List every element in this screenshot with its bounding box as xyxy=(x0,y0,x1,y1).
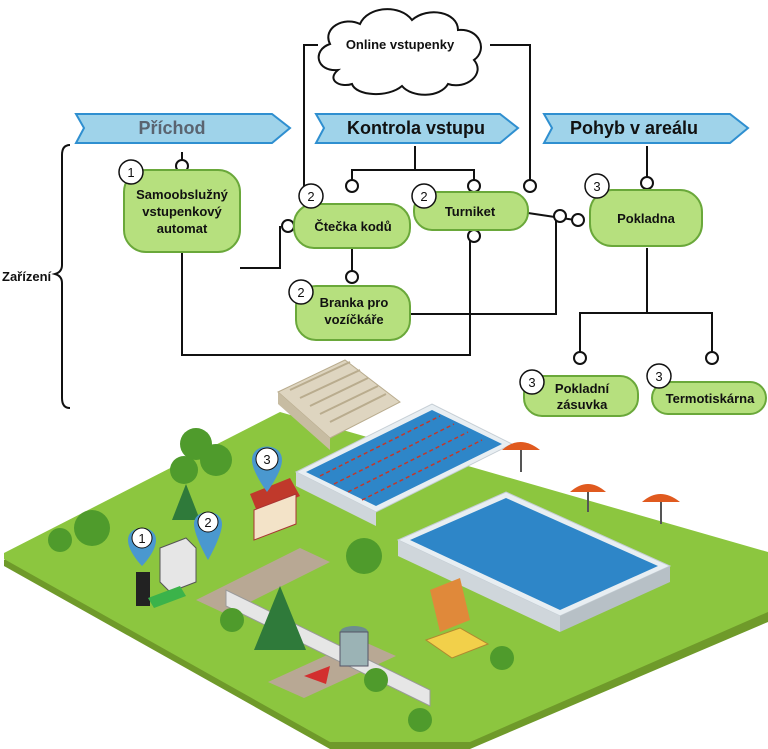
map-pin-3: 3 xyxy=(252,446,282,492)
snack-booth xyxy=(250,478,300,541)
turnstile-label: Turniket xyxy=(445,204,496,219)
device-cash-drawer: Pokladní zásuvka 3 xyxy=(519,369,639,417)
kiosk-label-3: automat xyxy=(157,221,208,236)
map-pin-3-label: 3 xyxy=(263,452,270,467)
code-reader-label: Čtečka kodů xyxy=(314,219,391,234)
thermal-printer-number: 3 xyxy=(655,369,662,384)
header-arrival: Příchod xyxy=(74,113,292,144)
cloud-online-tickets: Online vstupenky xyxy=(317,8,482,96)
device-turnstile: Turniket 2 xyxy=(411,183,529,231)
turnstile-number: 2 xyxy=(420,189,427,204)
device-wheelchair-gate: Branka pro vozíčkáře 2 xyxy=(288,279,411,341)
device-thermal-printer: Termotiskárna 3 xyxy=(646,363,767,415)
header-entry-control: Kontrola vstupu xyxy=(314,113,520,144)
cash-desk-label: Pokladna xyxy=(617,211,676,226)
lap-pool-illustration xyxy=(294,403,514,526)
kiosk-label-2: vstupenkový xyxy=(142,204,222,219)
playground xyxy=(424,578,490,659)
kiosk-label-1: Samoobslužný xyxy=(136,187,229,202)
device-cash-desk: Pokladna 3 xyxy=(584,173,703,247)
umbrellas xyxy=(502,442,680,524)
code-reader-number: 2 xyxy=(307,189,314,204)
main-pool-illustration xyxy=(396,491,672,632)
wheelchair-gate-number: 2 xyxy=(297,285,304,300)
header-entry-control-label: Kontrola vstupu xyxy=(347,118,485,138)
side-label: Zařízení xyxy=(2,269,52,284)
wheelchair-gate-label-2: vozíčkáře xyxy=(324,312,383,327)
map-pin-2-label: 2 xyxy=(204,515,211,530)
cash-desk-number: 3 xyxy=(593,179,600,194)
thermal-printer-label: Termotiskárna xyxy=(666,391,755,406)
pine-tree xyxy=(254,586,306,650)
entrance-building xyxy=(136,537,197,608)
connection-lines xyxy=(51,44,713,409)
gazebo xyxy=(339,626,369,667)
map-pin-1: 1 xyxy=(128,527,156,566)
cash-drawer-number: 3 xyxy=(528,375,535,390)
map-pin-1-label: 1 xyxy=(138,531,145,546)
kiosk-number: 1 xyxy=(127,165,134,180)
cloud-label: Online vstupenky xyxy=(346,37,455,52)
header-movement: Pohyb v areálu xyxy=(542,113,750,144)
header-arrival-label: Příchod xyxy=(138,118,205,138)
tree-group xyxy=(48,428,514,732)
device-kiosk: Samoobslužný vstupenkový automat 1 xyxy=(118,159,241,253)
header-movement-label: Pohyb v areálu xyxy=(570,118,698,138)
cash-drawer-label-1: Pokladní xyxy=(555,381,610,396)
map-pin-2: 2 xyxy=(194,511,222,560)
cash-drawer-label-2: zásuvka xyxy=(557,397,608,412)
grandstand-illustration xyxy=(277,359,401,450)
pool-illustration: 1 2 3 xyxy=(4,359,768,749)
device-code-reader: Čtečka kodů 2 xyxy=(293,183,411,249)
wheelchair-gate-label-1: Branka pro xyxy=(320,295,389,310)
